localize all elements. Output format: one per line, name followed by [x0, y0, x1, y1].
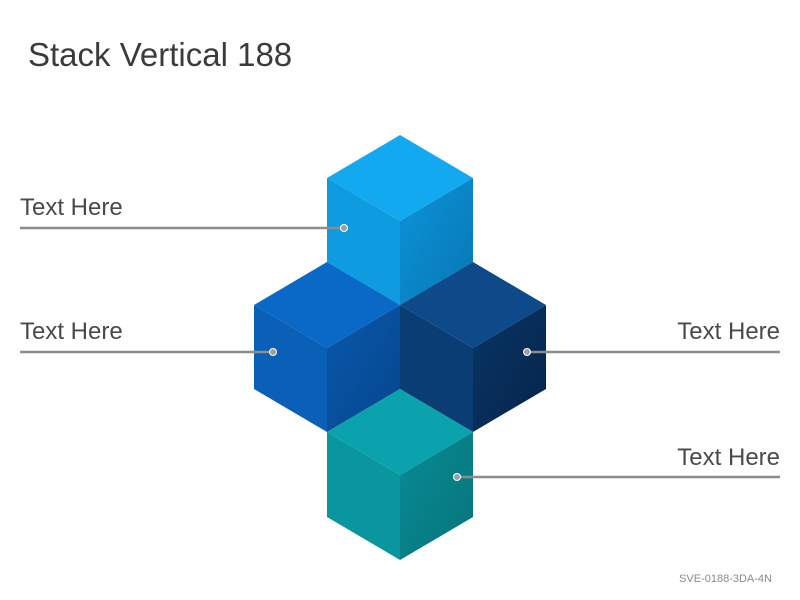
middle-left-cube-right-face — [327, 305, 400, 432]
bottom-cube-right-face — [400, 432, 473, 560]
middle-left-cube-left-face — [254, 305, 327, 432]
leader-lines — [20, 224, 780, 481]
leader-dot-3 — [523, 348, 531, 356]
middle-right-cube-left-face — [400, 305, 473, 432]
bottom-cube-left-face — [327, 432, 400, 560]
leader-dot-1 — [340, 224, 348, 232]
label-middle-left: Text Here — [20, 318, 123, 345]
leader-dot-4 — [453, 473, 461, 481]
slide-code: SVE-0188-3DA-4N — [679, 573, 772, 585]
label-bottom-right: Text Here — [677, 444, 780, 471]
top-cube-left-face — [327, 178, 400, 305]
label-middle-right: Text Here — [677, 318, 780, 345]
middle-left-cube — [254, 262, 400, 432]
leader-dot-2 — [269, 348, 277, 356]
slide-title: Stack Vertical 188 — [28, 36, 293, 73]
bottom-cube — [327, 389, 473, 560]
middle-right-cube — [400, 262, 546, 432]
middle-right-cube-right-face — [473, 305, 546, 432]
top-cube-right-face — [400, 178, 473, 305]
top-cube — [327, 135, 473, 305]
label-top-left: Text Here — [20, 194, 123, 221]
